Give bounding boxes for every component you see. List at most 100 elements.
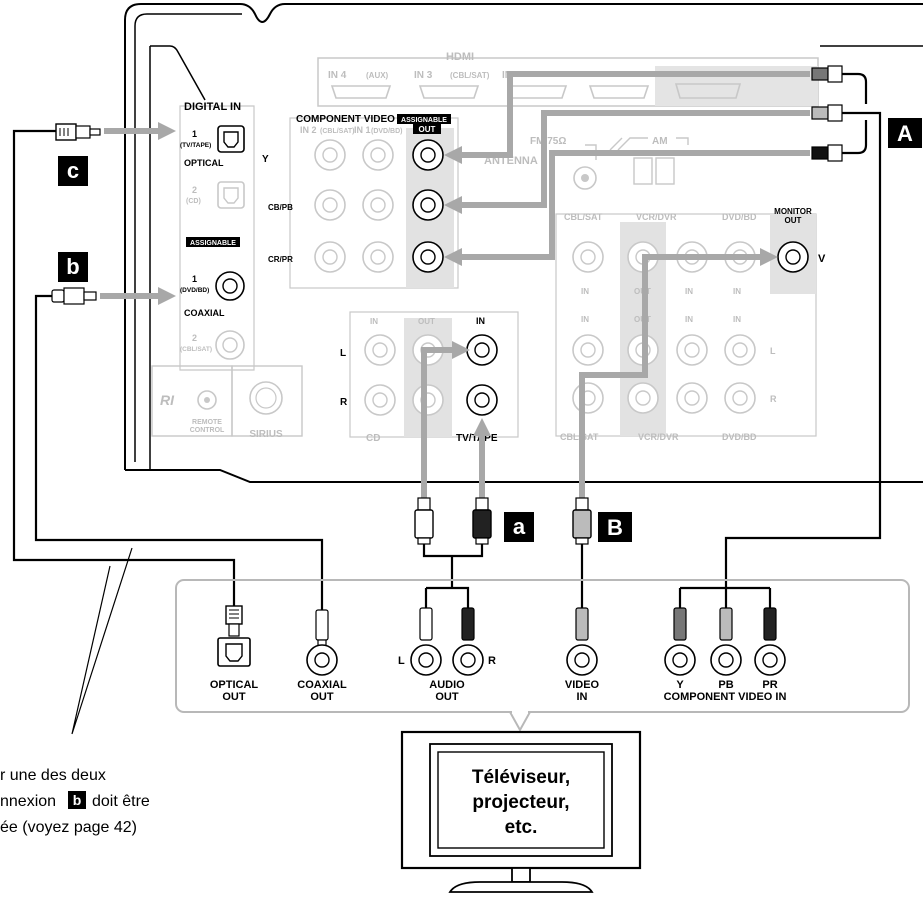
comp-y-label: Y (262, 154, 269, 165)
component-cable-a (678, 65, 882, 608)
note-line1: r une des deux (0, 767, 106, 784)
hdmi-section: HDMI IN 4 (AUX) IN 3 (CBL/SAT) IN (317, 51, 819, 107)
remote-control-label-2: CONTROL (190, 427, 225, 434)
digital-in-title: DIGITAL IN (184, 101, 241, 113)
tv-audio-l-label: L (398, 655, 405, 667)
vcrdvr-bottom-label: VCR/DVR (638, 432, 679, 442)
component-out-pb-jack (412, 189, 444, 221)
signal-arrows (100, 71, 810, 498)
cbl-sat-label: CBL/SAT (564, 212, 603, 222)
cblsat-audio-l-jack (572, 334, 604, 366)
dvdbd-in-label-2: IN (733, 315, 741, 324)
vcrdvr-out-audio-r-jack (627, 382, 659, 414)
note-line2-a: nnexion (0, 793, 56, 810)
vcrdvr-in-audio-l-jack (676, 334, 708, 366)
svg-text:a: a (513, 514, 526, 539)
antenna-section: FM 75Ω ANTENNA AM (484, 136, 689, 190)
tv-connection-panel: OPTICAL OUT COAXIAL OUT L R AUDIO OUT VI… (175, 579, 910, 713)
coaxial-in-1-jack (215, 271, 245, 301)
comp-cr-label: CR/PR (268, 255, 293, 264)
cblsat-in-label-2: IN (581, 315, 589, 324)
tv-illustration: Téléviseur, projecteur, etc. (400, 710, 642, 893)
arrow-component-y (444, 71, 810, 164)
cblsat-audio-r-jack (572, 382, 604, 414)
component-in1-pr-jack (362, 241, 394, 273)
tv-comp-pr-label: PR (762, 679, 777, 691)
cblsat-video-jack (572, 241, 604, 273)
hdmi-aux-label: (AUX) (366, 71, 389, 80)
tv-screen-line1: Téléviseur, (472, 767, 570, 788)
dvdbd-audio-r-jack (724, 382, 756, 414)
receiver-rear-panel (124, 3, 923, 483)
ri-logo: RI (160, 392, 175, 408)
digital-in-section: DIGITAL IN 1 (TV/TAPE) OPTICAL 2 (CD) AS… (179, 101, 255, 371)
hdmi-in4-label: IN 4 (328, 70, 347, 81)
comp-in1-sub: (DVD/BD) (371, 128, 403, 135)
comp-in2-sub: (CBL/SAT) (320, 128, 354, 135)
v-label: V (818, 253, 826, 265)
tv-audio-out-label-2: OUT (435, 691, 459, 703)
video-r-label: R (770, 394, 777, 404)
monitor-out-video-jack (777, 241, 809, 273)
arrow-audio-l (421, 341, 470, 498)
video-l-label: L (770, 346, 776, 356)
coaxial-in-2-jack (215, 330, 245, 360)
fm-jack (573, 166, 597, 190)
cd-r-jack (364, 384, 396, 416)
arrow-component-pr (444, 150, 810, 266)
note-badge-b (68, 791, 86, 809)
audio-plug-l-top (414, 497, 434, 545)
optical-2-label: (CD) (186, 198, 201, 205)
comp-in1-label: IN 1 (354, 125, 371, 135)
cblsat-in-label: IN (581, 287, 589, 296)
tv-optical-out-label: OPTICAL (210, 679, 259, 691)
optical-in-2-port (217, 181, 245, 209)
monitor-out-label: MONITOR (774, 207, 812, 216)
component-in1-pb-jack (362, 189, 394, 221)
hdmi-port-in4 (330, 85, 392, 99)
tv-video-in: VIDEO IN (565, 607, 600, 703)
comp-out-label: OUT (419, 125, 436, 134)
video-cable-b (572, 497, 592, 608)
badge-b: b (58, 252, 88, 282)
tvtape-in-label: IN (476, 316, 485, 326)
badge-A: A (888, 118, 922, 148)
svg-text:b: b (66, 254, 79, 279)
tvtape-out-label: OUT (418, 317, 435, 326)
vcrdvr-in-label: IN (685, 287, 693, 296)
fm-label: FM 75Ω (530, 136, 566, 147)
hdmi-port-in3 (418, 85, 480, 99)
coaxial-2-label: (CBL/SAT) (180, 346, 212, 353)
audio-cd-tvtape-section: IN OUT IN L R CD TV/TAPE (340, 311, 519, 444)
optical-label: OPTICAL (184, 158, 224, 168)
tvtape-out-r-jack (412, 384, 444, 416)
tvtape-in-r-jack (466, 384, 498, 416)
tv-video-in-label-2: IN (577, 691, 588, 703)
optical-plug-top (55, 123, 101, 141)
tv-component-video-in-label: COMPONENT VIDEO IN (664, 691, 787, 703)
arrow-component-pb (444, 110, 810, 214)
comp-in2-label: IN 2 (300, 125, 317, 135)
comp-cb-label: CB/PB (268, 203, 293, 212)
assignable-label: ASSIGNABLE (190, 240, 236, 247)
svg-text:A: A (897, 121, 913, 146)
component-video-section: COMPONENT VIDEO ASSIGNABLE IN 2 (CBL/SAT… (262, 114, 459, 289)
optical-1-label: (TV/TAPE) (180, 142, 211, 149)
hdmi-cblsat-label: (CBL/SAT) (450, 71, 490, 80)
coaxial-label: COAXIAL (184, 308, 225, 318)
vcrdvr-in-audio-r-jack (676, 382, 708, 414)
tv-coaxial-out-label-2: OUT (310, 691, 334, 703)
video-input-section: CBL/SAT VCR/DVR DVD/BD MONITOR OUT V IN … (555, 207, 826, 442)
tv-video-in-label: VIDEO (565, 679, 600, 691)
arrow-optical-c (104, 122, 176, 140)
component-in2-pb-jack (314, 189, 346, 221)
tv-comp-y-label: Y (676, 679, 684, 691)
component-out-pr-jack (412, 241, 444, 273)
arrow-coaxial-b (100, 287, 176, 305)
am-terminal (633, 157, 675, 185)
note-line2-b: doit être (92, 793, 150, 810)
optical-in-1-port (217, 125, 245, 153)
tv-coaxial-out: COAXIAL OUT (297, 609, 347, 703)
dvdbd-in-label: IN (733, 287, 741, 296)
tv-screen-line2: projecteur, (472, 792, 569, 813)
